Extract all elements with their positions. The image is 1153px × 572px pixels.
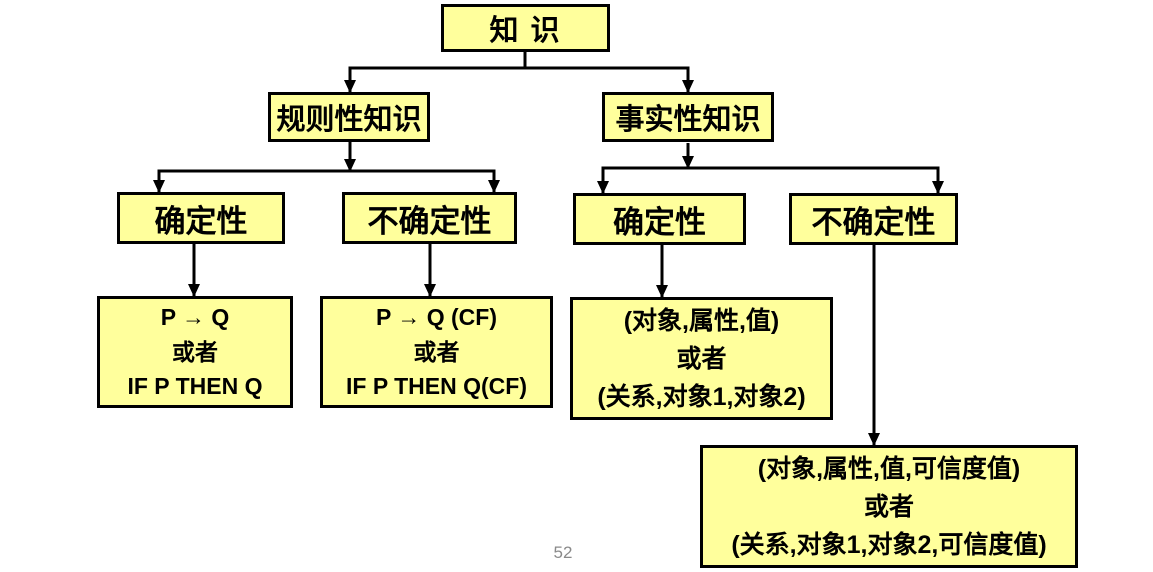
node-uncertain-rule: 不确定性: [342, 192, 517, 244]
leaf-line: 或者: [676, 344, 727, 373]
leaf-line: P → Q (CF): [376, 303, 497, 330]
node-rule-knowledge: 规则性知识: [268, 92, 430, 142]
leaf-uncertain-fact-form: (对象,属性,值,可信度值) 或者 (关系,对象1,对象2,可信度值): [700, 445, 1078, 568]
leaf-line: IF P THEN Q(CF): [345, 373, 527, 400]
leaf-line: (关系,对象1,对象2): [597, 382, 806, 411]
node-certain-fact: 确定性: [573, 193, 746, 245]
node-uncertain-fact: 不确定性: [789, 193, 958, 245]
page-number: 52: [553, 543, 573, 562]
leaf-line: 或者: [863, 492, 914, 521]
leaf-line: (关系,对象1,对象2,可信度值): [731, 530, 1047, 559]
leaf-line: P → Q: [160, 303, 230, 330]
node-knowledge: 知 识: [441, 4, 610, 52]
node-certain-rule: 确定性: [117, 192, 285, 244]
leaf-line: IF P THEN Q: [127, 373, 263, 400]
node-fact-knowledge: 事实性知识: [602, 92, 774, 142]
leaf-line: 或者: [172, 338, 218, 365]
leaf-line: (对象,属性,值,可信度值): [757, 454, 1021, 483]
leaf-line: (对象,属性,值): [623, 306, 780, 335]
leaf-certain-rule-form: P → Q 或者 IF P THEN Q: [97, 296, 293, 408]
leaf-line: 或者: [413, 338, 460, 365]
leaf-uncertain-rule-form: P → Q (CF) 或者 IF P THEN Q(CF): [320, 296, 553, 408]
leaf-certain-fact-form: (对象,属性,值) 或者 (关系,对象1,对象2): [570, 297, 833, 420]
